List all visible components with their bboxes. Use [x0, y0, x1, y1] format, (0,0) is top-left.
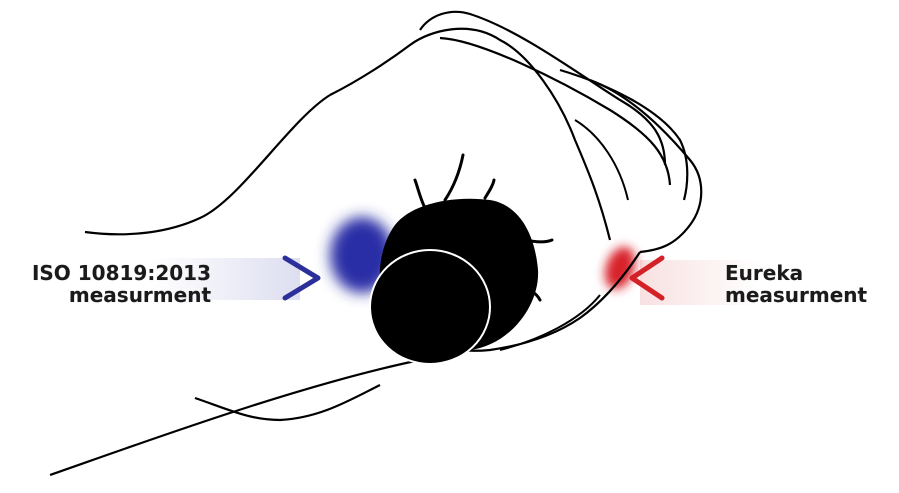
fingertip-line-2	[445, 155, 463, 200]
iso-measurement-label: ISO 10819:2013 measurment	[32, 262, 211, 306]
fingertip-line-4	[525, 240, 552, 242]
eureka-label-line1: Eureka	[725, 262, 867, 284]
eureka-label-line2: measurment	[725, 284, 867, 306]
forearm-upper-line	[85, 95, 330, 234]
finger-2-outline	[440, 38, 670, 185]
iso-label-line2: measurment	[32, 284, 211, 306]
finger-1-outline	[420, 12, 665, 165]
fingertip-line-3	[485, 180, 494, 198]
fingertip-line-1	[415, 180, 425, 208]
forearm-lower-line	[50, 360, 420, 475]
eureka-measurement-blob	[599, 243, 640, 294]
iso-label-line1: ISO 10819:2013	[32, 262, 211, 284]
eureka-measurement-label: Eureka measurment	[725, 262, 867, 306]
handle-end-cap	[370, 250, 490, 364]
